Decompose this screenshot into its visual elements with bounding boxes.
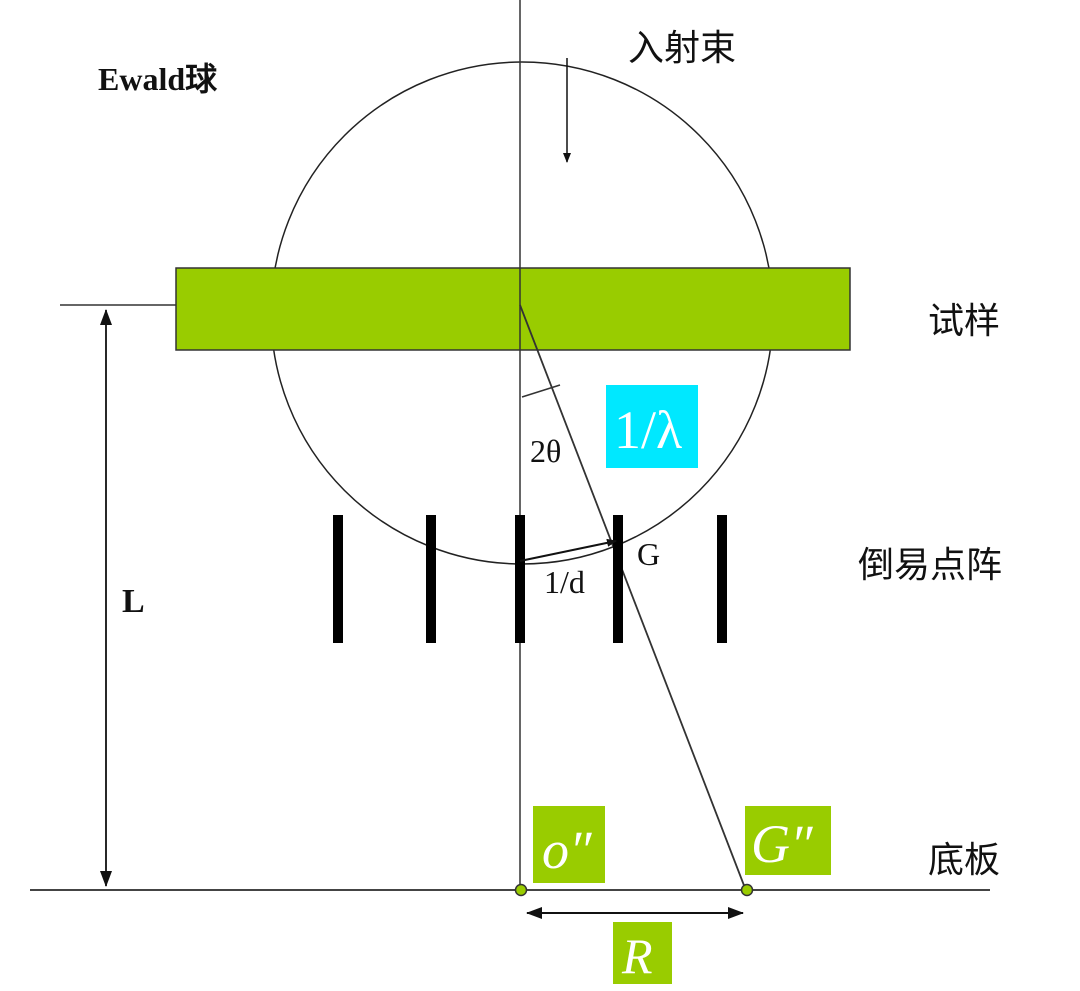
G-label: G (637, 536, 660, 572)
G-pp-point (740, 883, 754, 897)
incident-beam-label: 入射束 (628, 28, 736, 69)
o-pp-point (514, 883, 528, 897)
lattice-row (515, 515, 525, 643)
inv-d-label: 1/d (544, 564, 585, 600)
L-label: L (122, 583, 145, 620)
lambda-box (606, 385, 698, 468)
sample-plate (175, 267, 851, 351)
reciprocal-vector-arrow (519, 538, 617, 562)
G-pp-label: G″ (751, 814, 813, 874)
reciprocal-lattice-rows (333, 515, 727, 643)
ewald-label: Ewald球 (98, 61, 218, 97)
lattice-row (717, 515, 727, 643)
reciprocal-lattice-label: 倒易点阵 (858, 545, 1002, 586)
o-pp-box (533, 806, 605, 883)
sample-label: 试样 (928, 301, 1000, 342)
angle-mark (521, 384, 561, 398)
two-theta-label: 2θ (530, 433, 561, 469)
diffracted-beam (519, 304, 746, 889)
lattice-row (426, 515, 436, 643)
R-label: R (621, 928, 653, 984)
inv-lambda-label: 1/λ (614, 400, 682, 460)
lattice-row (613, 515, 623, 643)
plate-label: 底板 (928, 840, 1000, 881)
lattice-row (333, 515, 343, 643)
o-pp-label: o″ (542, 820, 592, 880)
R-box (613, 922, 672, 984)
G-pp-box (745, 806, 831, 875)
